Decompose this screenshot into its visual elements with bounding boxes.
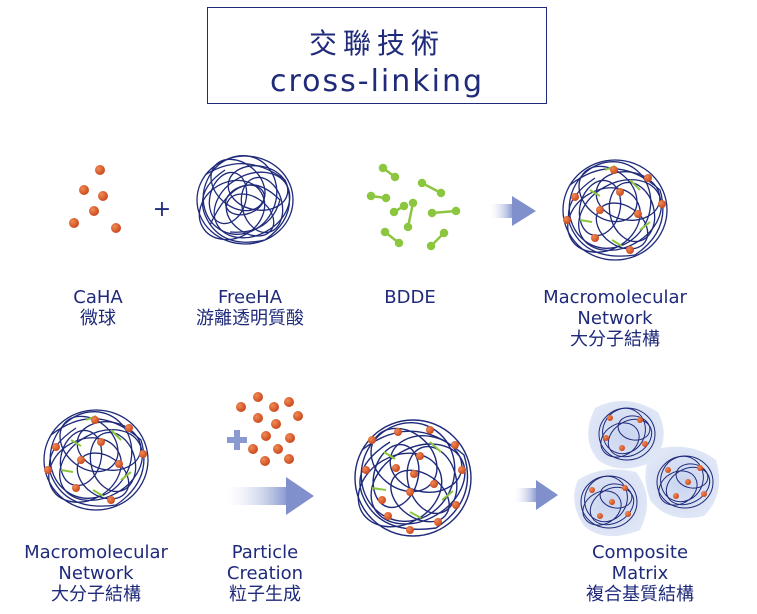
label-caha: CaHA 微球 [58,287,138,329]
label-freeha-en: FreeHA [217,287,283,308]
bdde-rod [427,206,461,218]
label-network-2-en1: Macromolecular [24,542,168,563]
bdde-rod [426,228,449,251]
bdde-rod [380,227,404,248]
label-caha-zh: 微球 [80,308,116,329]
macromolecular-network-1 [562,159,668,261]
network-with-particles [354,419,472,537]
label-network-1-en1: Macromolecular [543,287,687,308]
arrow-right-large-icon [226,477,314,515]
title-box: 交聯技術 cross-linking [207,7,547,104]
caha-ball [89,206,99,216]
arrow-right-icon [514,480,558,510]
label-composite-en2: Matrix [611,563,669,584]
composite-matrix [574,400,720,537]
bdde-rod [417,178,446,198]
plus-icon [227,430,247,450]
caha-ball [79,185,89,195]
label-bdde: BDDE [370,287,450,308]
label-network-1-en2: Network [577,308,653,329]
caha-ball [69,218,79,228]
label-composite: Composite Matrix 複合基質結構 [565,542,715,605]
label-bdde-en: BDDE [384,287,436,308]
bdde-rod [378,163,400,182]
title-english: cross-linking [269,64,485,99]
label-composite-en1: Composite [591,542,689,563]
label-freeha-zh: 游離透明質酸 [196,308,304,329]
title-chinese: 交聯技術 [308,27,445,60]
bdde-rod [403,198,418,232]
label-particle: Particle Creation 粒子生成 [205,542,325,605]
caha-particles [69,165,121,233]
plus-sign: + [153,197,171,222]
label-network-1-zh: 大分子結構 [570,329,660,350]
bdde-rod [389,201,409,217]
freeha-tangle [196,155,294,245]
label-particle-en2: Creation [226,563,304,584]
caha-ball [95,165,105,175]
macromolecular-network-2 [43,409,149,511]
label-caha-en: CaHA [73,287,123,308]
label-particle-en1: Particle [231,542,299,563]
particle-cluster [236,392,303,466]
caha-ball [98,191,108,201]
label-particle-zh: 粒子生成 [229,584,301,605]
label-network-2-en2: Network [58,563,134,584]
bdde-rods [366,163,461,251]
bdde-rod [366,191,391,203]
caha-ball [111,223,121,233]
label-network-2: Macromolecular Network 大分子結構 [6,542,186,605]
label-freeha: FreeHA 游離透明質酸 [180,287,320,329]
arrow-right-icon [490,196,536,226]
label-composite-zh: 複合基質結構 [586,584,694,605]
label-network-1: Macromolecular Network 大分子結構 [525,287,705,350]
label-network-2-zh: 大分子結構 [51,584,141,605]
